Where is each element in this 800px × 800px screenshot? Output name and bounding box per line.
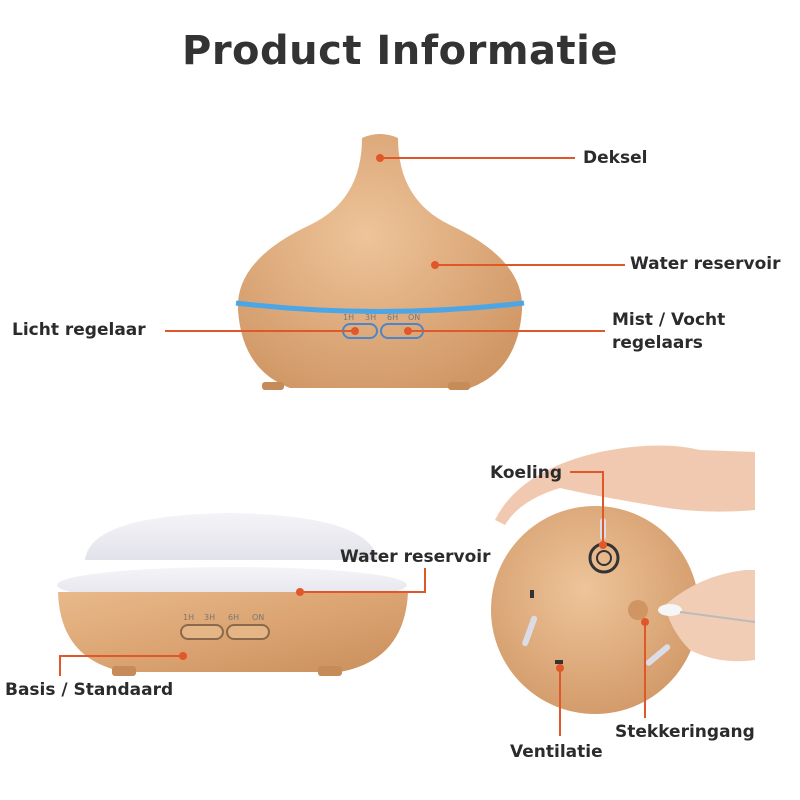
leader-dots <box>179 154 649 672</box>
mark-1h: 1H <box>343 313 354 322</box>
base-mark-1h: 1H <box>183 613 194 622</box>
light-ring <box>235 300 525 314</box>
label-water-reservoir-top: Water reservoir <box>630 254 781 274</box>
page-title: Product Informatie <box>182 28 618 74</box>
label-water-reservoir-base: Water reservoir <box>340 547 491 567</box>
underside-diffuser <box>491 445 756 714</box>
base-diffuser: 1H 3H 6H ON <box>57 513 408 676</box>
label-lid: Deksel <box>583 148 648 168</box>
label-mist-control-line2: regelaars <box>612 333 703 353</box>
label-base: Basis / Standaard <box>5 680 174 700</box>
label-mist-control: Mist / Vocht regelaars <box>612 309 725 355</box>
base-mark-3h: 3H <box>204 613 215 622</box>
mark-6h: 6H <box>387 313 398 322</box>
label-ventilation: Ventilatie <box>510 742 603 762</box>
label-mist-control-line1: Mist / Vocht <box>612 310 726 330</box>
label-power-input: Stekkeringang <box>615 722 755 742</box>
base-mark-on: ON <box>252 613 264 622</box>
label-light-control: Licht regelaar <box>12 320 146 340</box>
mark-3h: 3H <box>365 313 376 322</box>
top-diffuser: 1H 3H 6H ON <box>235 134 525 390</box>
base-mark-6h: 6H <box>228 613 239 622</box>
label-cooling: Koeling <box>490 463 563 483</box>
leader-lines <box>59 157 646 736</box>
hand-top <box>495 445 755 525</box>
mark-on: ON <box>408 313 420 322</box>
